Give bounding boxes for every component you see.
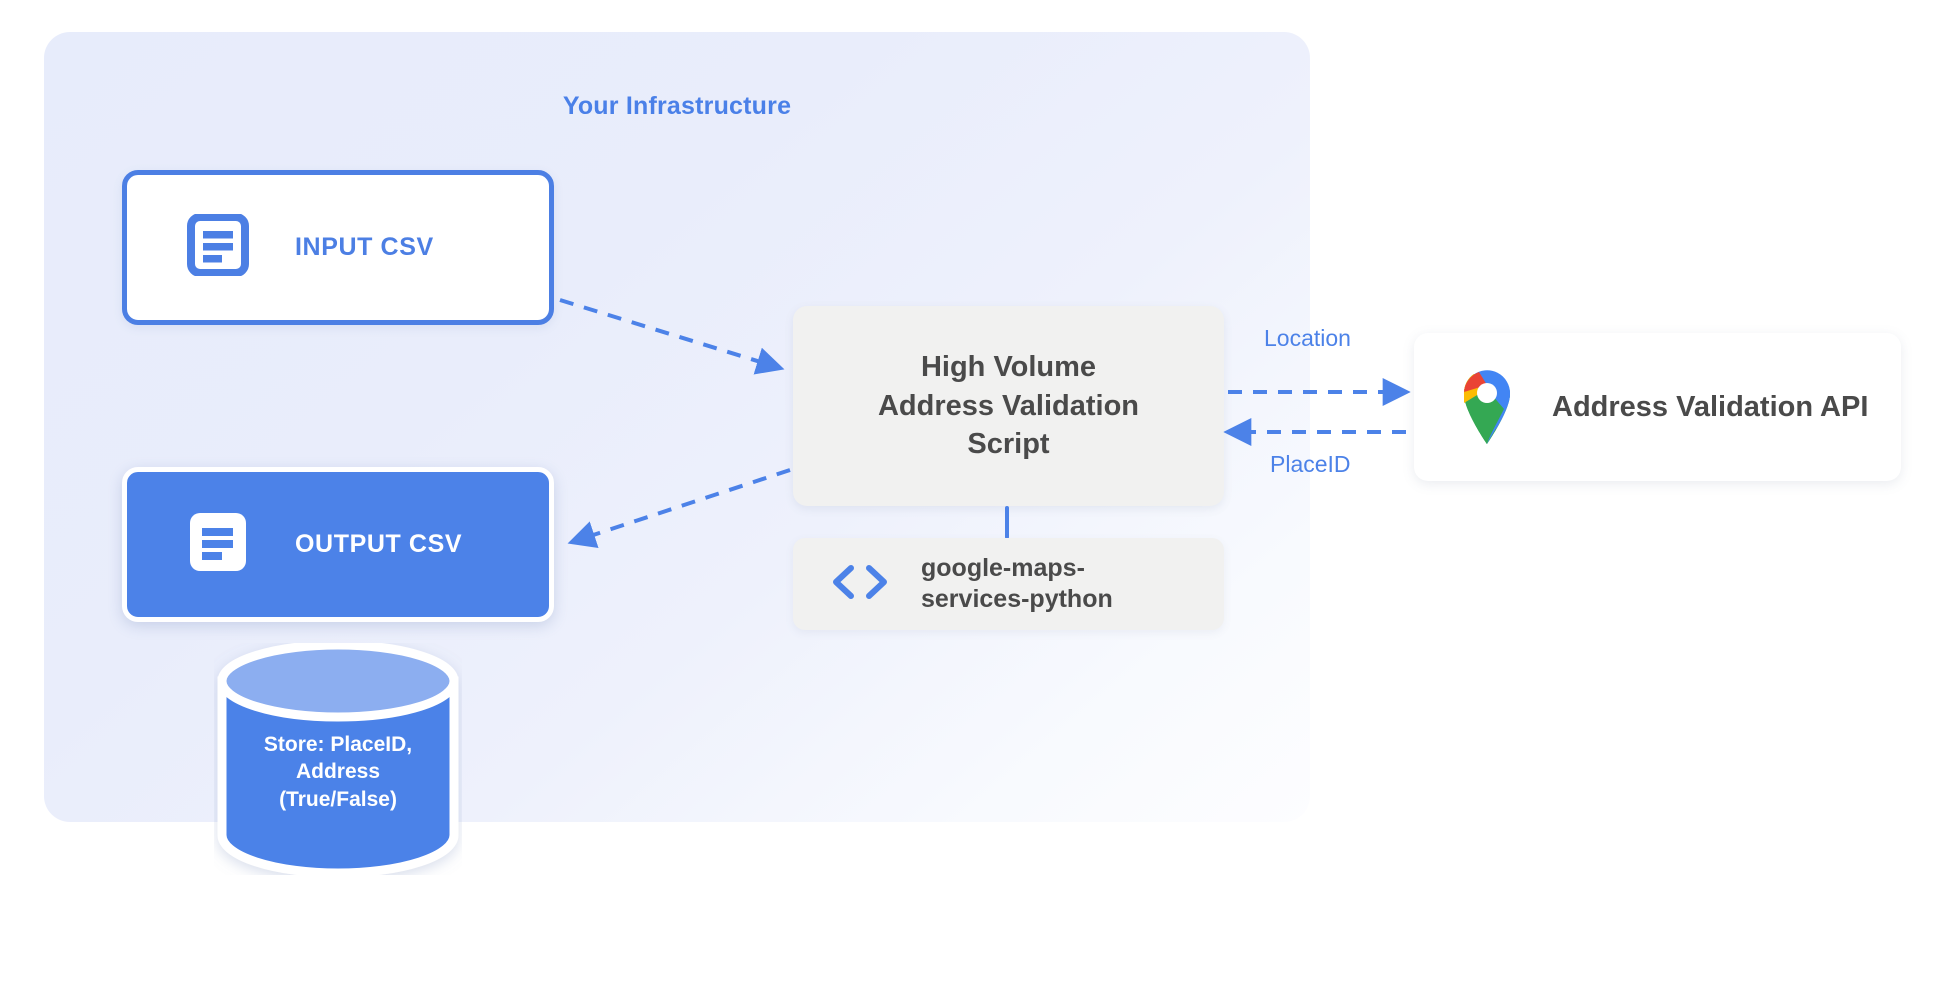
- node-output-csv[interactable]: OUTPUT CSV: [122, 467, 554, 622]
- node-database-store[interactable]: Store: PlaceID, Address (True/False): [214, 643, 462, 875]
- node-input-csv-label: INPUT CSV: [295, 233, 434, 261]
- node-validation-script[interactable]: High Volume Address Validation Script: [793, 306, 1224, 506]
- edge-label-placeid: PlaceID: [1270, 451, 1351, 477]
- node-address-validation-api-label: Address Validation API: [1552, 390, 1869, 423]
- document-icon: [187, 213, 249, 281]
- database-cylinder-icon: [217, 643, 459, 875]
- lib-label-line-2: services-python: [921, 585, 1113, 613]
- node-library-label: google-maps- services-python: [921, 553, 1113, 616]
- node-library-google-maps-services-python[interactable]: google-maps- services-python: [793, 538, 1224, 630]
- node-address-validation-api[interactable]: Address Validation API: [1414, 333, 1901, 481]
- script-label-line-1: High Volume: [920, 350, 1097, 383]
- lib-label-line-1: google-maps-: [921, 553, 1085, 582]
- script-label-line-3: Script: [967, 428, 1050, 461]
- edge-label-location: Location: [1264, 325, 1351, 351]
- code-brackets-icon: [831, 563, 889, 606]
- node-validation-script-label: High Volume Address Validation Script: [793, 348, 1224, 465]
- node-input-csv[interactable]: INPUT CSV: [122, 170, 554, 325]
- google-maps-pin-icon: [1456, 365, 1518, 450]
- panel-title: Your Infrastructure: [562, 92, 792, 120]
- node-output-csv-label: OUTPUT CSV: [295, 530, 463, 558]
- edge-script-to-library: [1005, 506, 1009, 539]
- script-label-line-2: Address Validation: [877, 389, 1140, 422]
- document-icon: [187, 511, 249, 578]
